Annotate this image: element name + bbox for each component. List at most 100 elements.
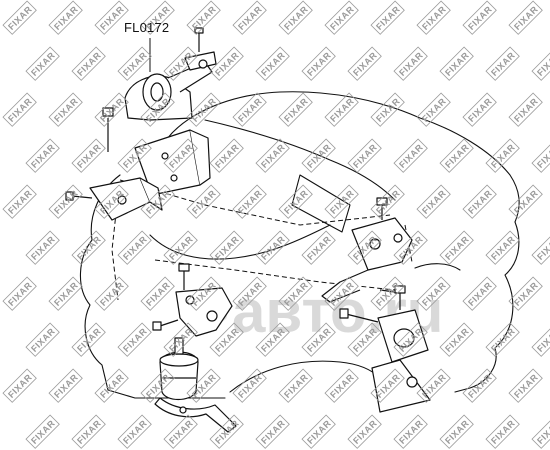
left-bracket-bolt [71, 195, 93, 199]
watermark-frame [48, 368, 83, 403]
watermark-frame [255, 138, 290, 173]
watermark-stamp: FIXAR [485, 322, 520, 357]
watermark-frame [140, 368, 175, 403]
watermark-stamp: FIXAR [485, 230, 520, 265]
watermark-frame [209, 138, 244, 173]
watermark-stamp: FIXAR [439, 138, 474, 173]
watermark-frame [439, 46, 474, 81]
watermark-frame [117, 230, 152, 265]
watermark-stamp: FIXAR [301, 414, 336, 449]
watermark-frame [278, 184, 313, 219]
watermark-frame [163, 230, 198, 265]
engine-block-ridge [204, 119, 396, 201]
watermark-frame [25, 414, 60, 449]
watermark-stamp: FIXAR [255, 414, 290, 449]
watermark-frame [140, 0, 175, 35]
watermark-frame [117, 414, 152, 449]
watermark-stamp: FIXAR [508, 0, 543, 35]
watermark-frame [117, 46, 152, 81]
watermark-frame [94, 276, 129, 311]
watermark-frame [485, 230, 520, 265]
engine-block [79, 91, 520, 399]
watermark-frame [163, 322, 198, 357]
watermark-stamp: FIXAR [117, 414, 152, 449]
watermark-frame [416, 0, 451, 35]
watermark-stamp: FIXAR [2, 368, 37, 403]
watermark-stamp: FIXAR [71, 46, 106, 81]
watermark-frame [163, 138, 198, 173]
left-bracket-bolt-head [65, 191, 74, 201]
watermark-stamp: FIXAR [2, 184, 37, 219]
watermark-frame [531, 230, 550, 265]
lower-right-bolt-shank [345, 313, 379, 323]
watermark-frame [485, 322, 520, 357]
watermark-frame [209, 322, 244, 357]
watermark-frame [531, 414, 550, 449]
watermark-frame [255, 414, 290, 449]
watermark-frame [508, 184, 543, 219]
watermark-frame [508, 368, 543, 403]
right-bracket-hole-2 [393, 233, 403, 243]
watermark-stamp: FIXAR [117, 322, 152, 357]
watermark-stamp: FIXAR [531, 138, 550, 173]
center-bracket-stud-head [178, 263, 190, 272]
lower-mount-arm [154, 397, 237, 433]
watermark-frame [94, 92, 129, 127]
watermark-frame [232, 0, 267, 35]
watermark-stamp: FIXAR [71, 230, 106, 265]
watermark-frame [255, 322, 290, 357]
watermark-frame [347, 322, 382, 357]
watermark-stamp: FIXAR [393, 138, 428, 173]
bracket-plate-hole-2 [170, 174, 178, 182]
watermark-frame [48, 276, 83, 311]
watermark-stamp: FIXAR [2, 0, 37, 35]
watermark-frame [531, 322, 550, 357]
watermark-stamp: FIXAR [301, 138, 336, 173]
watermark-frame [485, 46, 520, 81]
watermark-frame [347, 414, 382, 449]
watermark-stamp: FIXAR [71, 322, 106, 357]
center-bracket-hole-2 [206, 310, 218, 322]
watermark-frame [370, 92, 405, 127]
watermark-frame [278, 92, 313, 127]
watermark-stamp: FIXAR [94, 92, 129, 127]
watermark-frame [232, 92, 267, 127]
engine-block-inner-curve [149, 224, 331, 260]
watermark-frame [324, 276, 359, 311]
left-bracket-tab [139, 177, 163, 211]
lower-right-base-hole [406, 376, 418, 388]
watermark-frame [186, 276, 221, 311]
lower-right-base [371, 359, 431, 413]
watermark-frame [209, 46, 244, 81]
right-bracket-bolt-2 [379, 289, 396, 293]
lower-right-stud-head [394, 285, 406, 294]
watermark-frame [301, 414, 336, 449]
engine-block-left-outline [79, 174, 121, 391]
watermark-stamp: FIXAR [439, 230, 474, 265]
watermark-stamp: FIXAR [117, 230, 152, 265]
watermark-stamp: FIXAR [462, 276, 497, 311]
watermark-frame [186, 92, 221, 127]
watermark-frame [71, 322, 106, 357]
watermark-frame [531, 138, 550, 173]
watermark-frame [278, 0, 313, 35]
watermark-frame [485, 138, 520, 173]
watermark-frame [25, 322, 60, 357]
watermark-frame [94, 0, 129, 35]
lower-right-bolt-head [339, 308, 349, 319]
watermark-stamp: FIXAR [301, 46, 336, 81]
watermark-stamp: FIXAR [232, 0, 267, 35]
watermark-frame [278, 368, 313, 403]
watermark-stamp: FIXAR [508, 276, 543, 311]
watermark-stamp: FIXAR [462, 368, 497, 403]
watermark-stamp: FIXAR [48, 276, 83, 311]
watermark-stamp: FIXAR [393, 414, 428, 449]
watermark-frame [301, 138, 336, 173]
watermark-frame [508, 92, 543, 127]
watermark-stamp: FIXAR [71, 414, 106, 449]
watermark-frame [301, 230, 336, 265]
upper-engine-mount [124, 27, 217, 121]
watermark-stamp: FIXAR [48, 0, 83, 35]
